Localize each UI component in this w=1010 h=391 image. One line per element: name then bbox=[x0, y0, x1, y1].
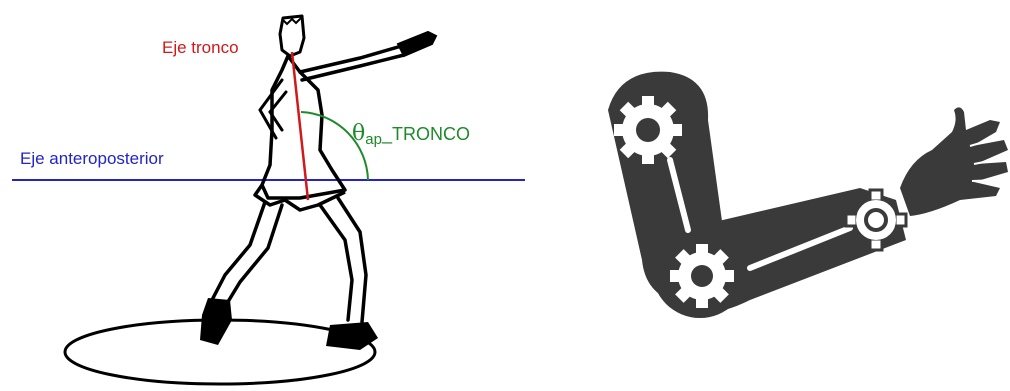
implement bbox=[398, 32, 436, 56]
robotic-arm-graphic bbox=[560, 0, 1010, 391]
thrower-figure-drawing: Eje tronco Eje anteroposterior θap_TRONC… bbox=[0, 0, 540, 391]
hand-icon bbox=[900, 107, 1008, 216]
front-leg bbox=[320, 198, 366, 322]
trunk-axis-label: Eje tronco bbox=[162, 38, 239, 57]
robotic-arm-icon bbox=[560, 0, 1010, 391]
shoulder-gear-icon bbox=[614, 96, 682, 164]
torso bbox=[262, 56, 345, 198]
angle-suffix: _TRONCO bbox=[381, 124, 470, 145]
elbow-gear-icon bbox=[670, 244, 734, 308]
angle-subscript: ap bbox=[365, 131, 382, 148]
anteroposterior-axis-label: Eje anteroposterior bbox=[20, 149, 164, 168]
angle-label: θap_TRONCO bbox=[352, 121, 470, 148]
back-foot bbox=[200, 298, 232, 345]
angle-symbol: θ bbox=[352, 121, 365, 146]
throwing-arm bbox=[300, 45, 405, 80]
back-leg bbox=[212, 202, 282, 305]
thrower-diagram: Eje tronco Eje anteroposterior θap_TRONC… bbox=[0, 0, 540, 391]
